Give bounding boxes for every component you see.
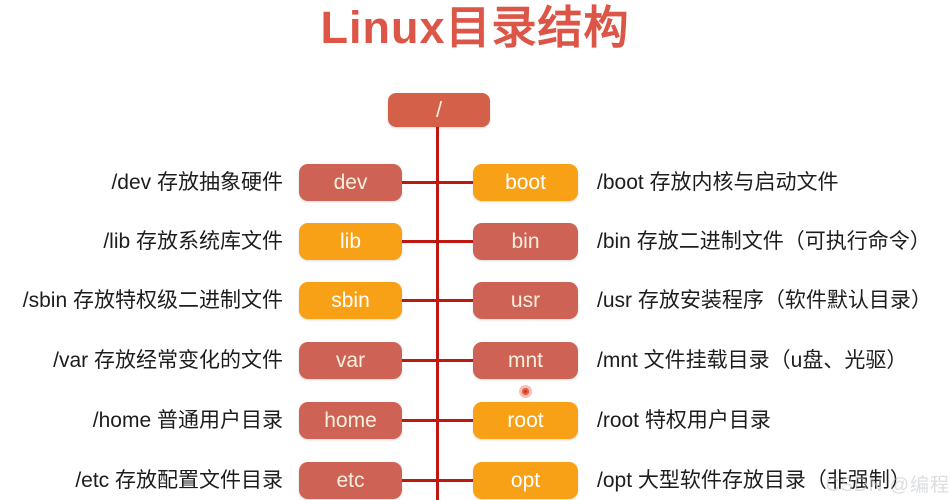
- row-connector-line: [402, 479, 473, 482]
- node-sbin: sbin: [299, 282, 402, 319]
- row-connector-line: [402, 181, 473, 184]
- desc-usr: /usr 存放安装程序（软件默认目录）: [597, 289, 932, 312]
- tree-row: /var 存放经常变化的文件 var mnt /mnt 文件挂载目录（u盘、光驱…: [0, 342, 950, 379]
- node-dev: dev: [299, 164, 402, 201]
- node-root-dir: root: [473, 402, 578, 439]
- desc-boot: /boot 存放内核与启动文件: [597, 171, 839, 194]
- desc-mnt: /mnt 文件挂载目录（u盘、光驱）: [597, 349, 908, 372]
- desc-bin: /bin 存放二进制文件（可执行命令）: [597, 230, 931, 253]
- node-var: var: [299, 342, 402, 379]
- node-root: /: [388, 93, 490, 127]
- desc-opt: /opt 大型软件存放目录（非强制）: [597, 469, 911, 492]
- tree-trunk-line: [436, 126, 439, 500]
- desc-etc: /etc 存放配置文件目录: [75, 469, 283, 492]
- desc-dev: /dev 存放抽象硬件: [111, 171, 283, 194]
- desc-home: /home 普通用户目录: [92, 409, 283, 432]
- tree-row: /home 普通用户目录 home root /root 特权用户目录: [0, 402, 950, 439]
- node-mnt: mnt: [473, 342, 578, 379]
- node-bin: bin: [473, 223, 578, 260]
- node-lib: lib: [299, 223, 402, 260]
- laser-pointer-dot-icon: [519, 385, 532, 398]
- node-usr: usr: [473, 282, 578, 319]
- node-home: home: [299, 402, 402, 439]
- watermark: CSDN @编程: [825, 475, 950, 496]
- page-title: Linux目录结构: [320, 2, 630, 53]
- row-connector-line: [402, 419, 473, 422]
- tree-row: /sbin 存放特权级二进制文件 sbin usr /usr 存放安装程序（软件…: [0, 282, 950, 319]
- desc-sbin: /sbin 存放特权级二进制文件: [22, 289, 283, 312]
- tree-row: /etc 存放配置文件目录 etc opt /opt 大型软件存放目录（非强制）: [0, 462, 950, 499]
- tree-row: /lib 存放系统库文件 lib bin /bin 存放二进制文件（可执行命令）: [0, 223, 950, 260]
- node-etc: etc: [299, 462, 402, 499]
- desc-root-dir: /root 特权用户目录: [597, 409, 771, 432]
- row-connector-line: [402, 240, 473, 243]
- row-connector-line: [402, 359, 473, 362]
- desc-var: /var 存放经常变化的文件: [53, 349, 283, 372]
- node-boot: boot: [473, 164, 578, 201]
- desc-lib: /lib 存放系统库文件: [103, 230, 283, 253]
- row-connector-line: [402, 299, 473, 302]
- tree-row: /dev 存放抽象硬件 dev boot /boot 存放内核与启动文件: [0, 164, 950, 201]
- node-opt: opt: [473, 462, 578, 499]
